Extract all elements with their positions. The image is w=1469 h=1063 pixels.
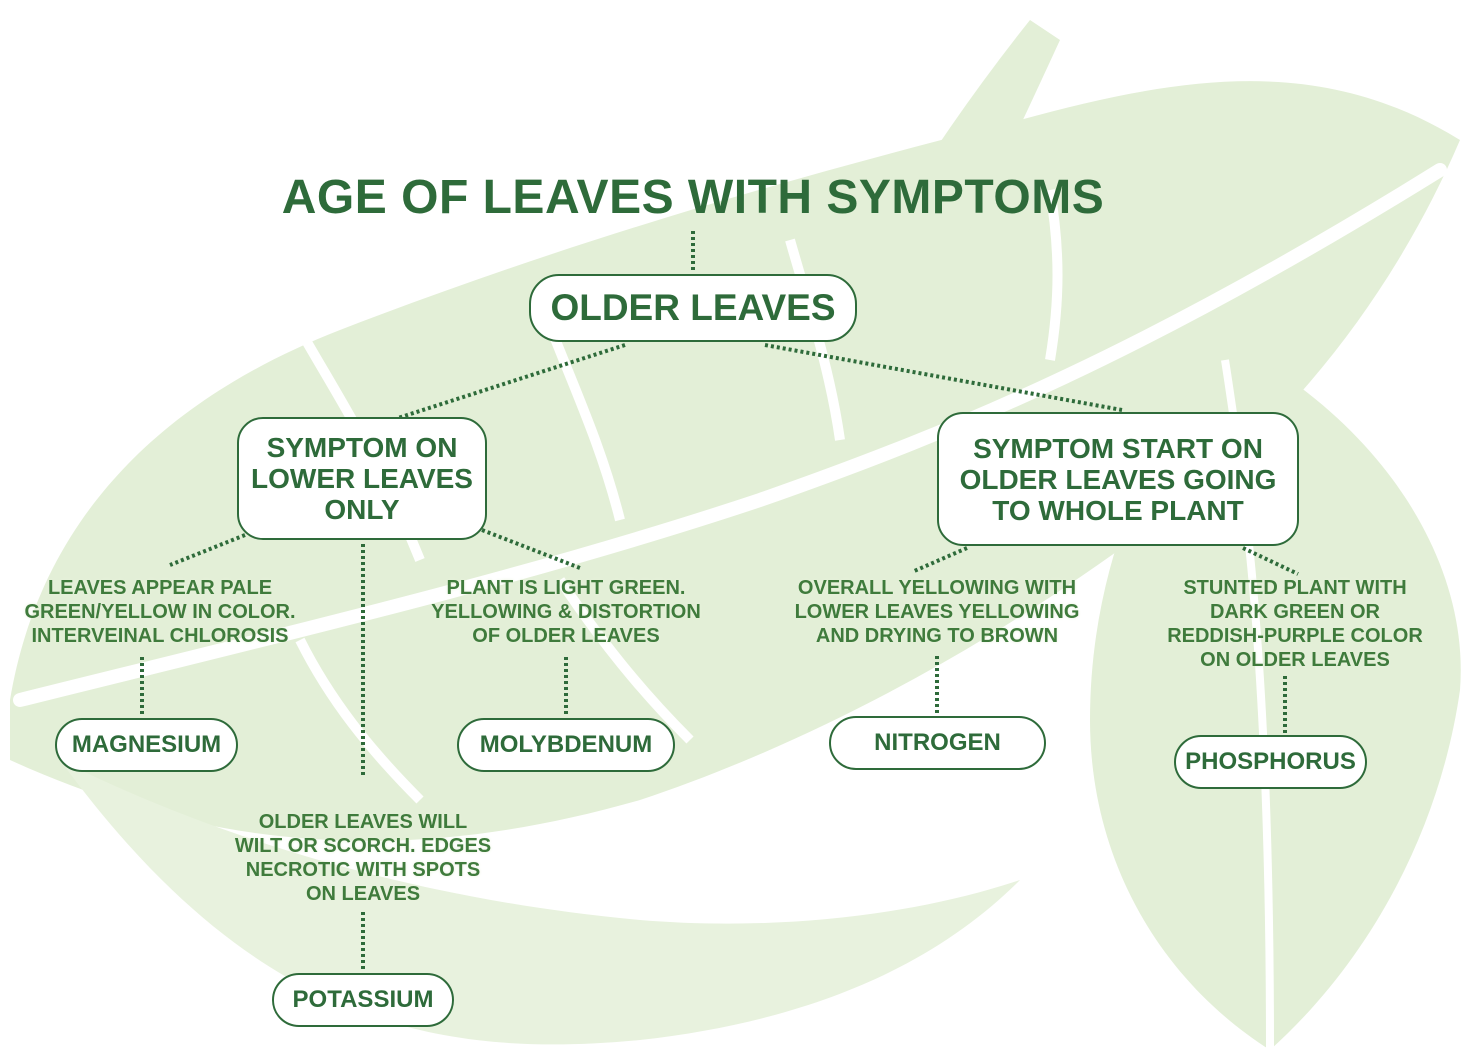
diagram-title: AGE OF LEAVES WITH SYMPTOMS xyxy=(240,170,1146,225)
symptom-line: OF OLDER LEAVES xyxy=(411,624,721,648)
connector-left-to-molybdenum-note xyxy=(482,530,580,568)
symptom-line: STUNTED PLANT WITH xyxy=(1145,576,1445,600)
branch-right-line-1: SYMPTOM START ON xyxy=(973,433,1263,464)
nutrient-node-molybdenum: MOLYBDENUM xyxy=(457,718,675,772)
connector-right-to-nitrogen-note xyxy=(912,548,967,572)
symptom-line: ON LEAVES xyxy=(213,882,513,906)
branch-right-line-2: OLDER LEAVES GOING xyxy=(960,464,1277,495)
symptom-line: NECROTIC WITH SPOTS xyxy=(213,858,513,882)
nutrient-node-magnesium: MAGNESIUM xyxy=(55,718,238,772)
nutrient-label: PHOSPHORUS xyxy=(1185,748,1356,776)
symptom-note-potassium: OLDER LEAVES WILL WILT OR SCORCH. EDGES … xyxy=(213,810,513,906)
nutrient-node-phosphorus: PHOSPHORUS xyxy=(1174,735,1367,789)
nutrient-label: POTASSIUM xyxy=(293,986,434,1014)
branch-left-line-2: LOWER LEAVES xyxy=(251,463,473,494)
symptom-line: LOWER LEAVES YELLOWING xyxy=(777,600,1097,624)
symptom-line: REDDISH-PURPLE COLOR xyxy=(1145,624,1445,648)
root-node-older-leaves: OLDER LEAVES xyxy=(529,274,857,342)
symptom-line: DARK GREEN OR xyxy=(1145,600,1445,624)
symptom-note-phosphorus: STUNTED PLANT WITH DARK GREEN OR REDDISH… xyxy=(1145,576,1445,672)
branch-left-line-1: SYMPTOM ON xyxy=(267,432,458,463)
connector-left-to-magnesium-note xyxy=(170,535,245,565)
symptom-note-magnesium: LEAVES APPEAR PALE GREEN/YELLOW IN COLOR… xyxy=(10,576,310,648)
connector-root-branch-left xyxy=(398,345,625,418)
branch-node-whole-plant: SYMPTOM START ON OLDER LEAVES GOING TO W… xyxy=(937,412,1299,546)
symptom-line: YELLOWING & DISTORTION xyxy=(411,600,721,624)
branch-left-line-3: ONLY xyxy=(324,494,399,525)
symptom-line: LEAVES APPEAR PALE xyxy=(10,576,310,600)
nutrient-label: NITROGEN xyxy=(874,729,1001,757)
symptom-line: OVERALL YELLOWING WITH xyxy=(777,576,1097,600)
nutrient-label: MOLYBDENUM xyxy=(480,731,652,759)
nutrient-node-potassium: POTASSIUM xyxy=(272,973,454,1027)
root-node-label: OLDER LEAVES xyxy=(550,287,835,329)
branch-node-lower-leaves-only: SYMPTOM ON LOWER LEAVES ONLY xyxy=(237,417,487,540)
nutrient-label: MAGNESIUM xyxy=(72,731,221,759)
connector-root-branch-right xyxy=(765,345,1122,410)
symptom-line: AND DRYING TO BROWN xyxy=(777,624,1097,648)
connector-right-to-phosphorus-note xyxy=(1243,548,1298,574)
nutrient-node-nitrogen: NITROGEN xyxy=(829,716,1046,770)
symptom-note-molybdenum: PLANT IS LIGHT GREEN. YELLOWING & DISTOR… xyxy=(411,576,721,648)
symptom-line: PLANT IS LIGHT GREEN. xyxy=(411,576,721,600)
symptom-note-nitrogen: OVERALL YELLOWING WITH LOWER LEAVES YELL… xyxy=(777,576,1097,648)
symptom-line: INTERVEINAL CHLOROSIS xyxy=(10,624,310,648)
symptom-line: OLDER LEAVES WILL xyxy=(213,810,513,834)
symptom-line: ON OLDER LEAVES xyxy=(1145,648,1445,672)
branch-right-line-3: TO WHOLE PLANT xyxy=(992,495,1243,526)
symptom-line: GREEN/YELLOW IN COLOR. xyxy=(10,600,310,624)
symptom-line: WILT OR SCORCH. EDGES xyxy=(213,834,513,858)
